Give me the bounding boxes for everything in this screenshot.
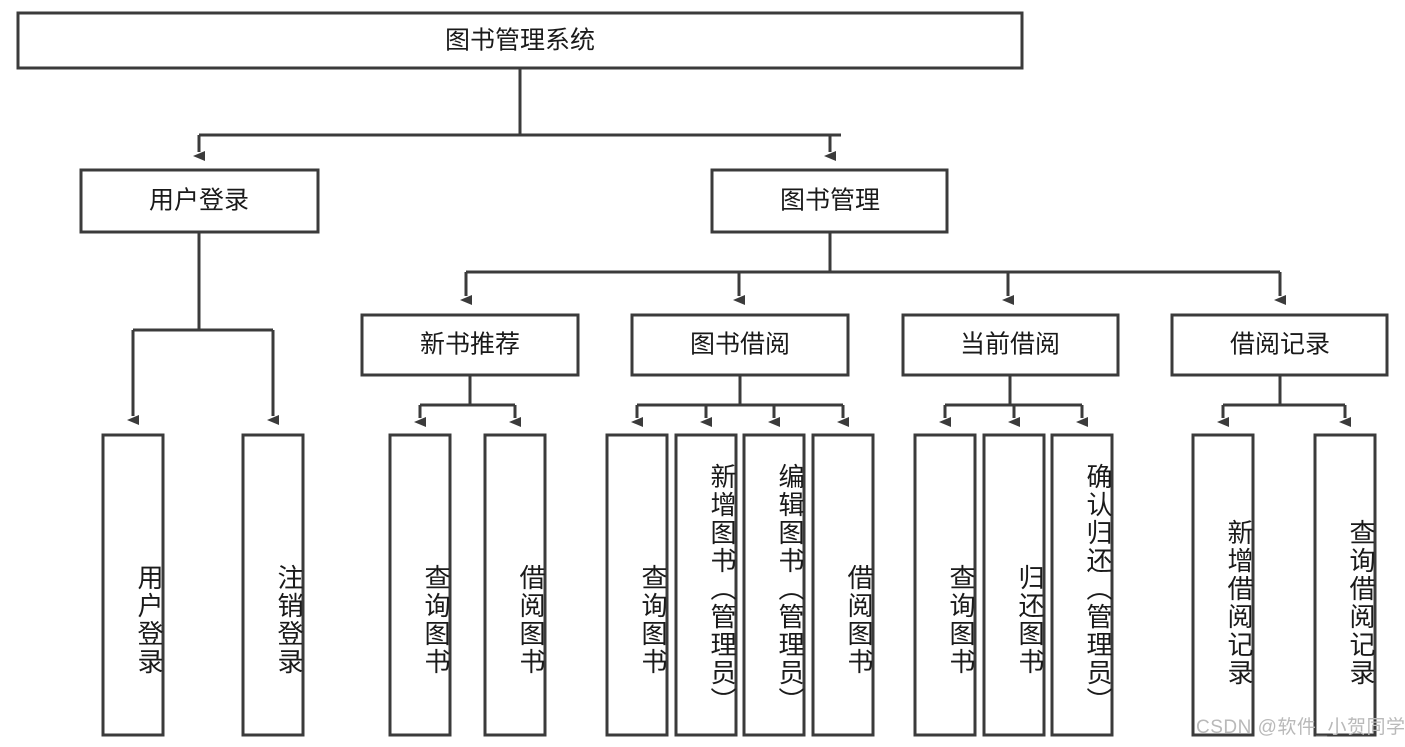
node-root-label: 图书管理系统 [445, 27, 595, 55]
leaf-confirm-return-box[interactable] [1050, 433, 1114, 737]
connector-root-to-level2 [193, 68, 841, 161]
node-book-management-label: 图书管理 [780, 187, 880, 215]
leaf-add-record-box[interactable] [1191, 433, 1255, 737]
connector-borrow-record-to-leaves [1217, 375, 1351, 427]
leaf-query-book-3-box[interactable] [913, 433, 977, 737]
node-book-borrow-box[interactable] [630, 313, 850, 377]
node-user-login-label: 用户登录 [149, 187, 249, 215]
node-new-book-recommend-box[interactable] [360, 313, 580, 377]
node-user-login-box[interactable] [79, 168, 320, 234]
leaf-borrow-book-2-box[interactable] [811, 433, 875, 737]
leaf-add-book-box[interactable] [674, 433, 738, 737]
csdn-watermark: CSDN @软件_小贺同学 [1196, 717, 1405, 738]
node-current-borrow[interactable]: 当前借阅 [901, 313, 1120, 377]
node-new-book-recommend-label: 新书推荐 [420, 331, 520, 359]
node-root[interactable]: 图书管理系统 [16, 11, 1024, 70]
node-user-login[interactable]: 用户登录 [79, 168, 320, 234]
connector-new-book-recommend-to-leaves [414, 375, 521, 427]
connector-current-borrow-to-leaves [939, 375, 1088, 427]
node-borrow-record-label: 借阅记录 [1230, 331, 1330, 359]
connector-book-borrow-to-leaves [631, 375, 849, 427]
connector-user-login-to-leaves [127, 232, 279, 425]
leaf-borrow-book-1-box[interactable] [483, 433, 547, 737]
node-borrow-record-box[interactable] [1170, 313, 1389, 377]
node-borrow-record[interactable]: 借阅记录 [1170, 313, 1389, 377]
leaf-query-book-2-box[interactable] [605, 433, 669, 737]
leaf-edit-book-box[interactable] [742, 433, 806, 737]
node-current-borrow-box[interactable] [901, 313, 1120, 377]
leaf-query-record-box[interactable] [1313, 433, 1377, 737]
node-book-borrow-label: 图书借阅 [690, 331, 790, 359]
leaf-user-login-box[interactable] [101, 433, 165, 737]
leaf-boxes [101, 433, 1377, 737]
node-book-borrow[interactable]: 图书借阅 [630, 313, 850, 377]
node-book-management-box[interactable] [710, 168, 949, 234]
node-new-book-recommend[interactable]: 新书推荐 [360, 313, 580, 377]
connector-book-management-to-level3 [460, 232, 1286, 305]
node-current-borrow-label: 当前借阅 [960, 331, 1060, 359]
node-root-box[interactable] [16, 11, 1024, 70]
leaf-return-book-box[interactable] [982, 433, 1046, 737]
leaf-query-book-1-box[interactable] [388, 433, 452, 737]
leaf-logout-box[interactable] [241, 433, 305, 737]
node-book-management[interactable]: 图书管理 [710, 168, 949, 234]
